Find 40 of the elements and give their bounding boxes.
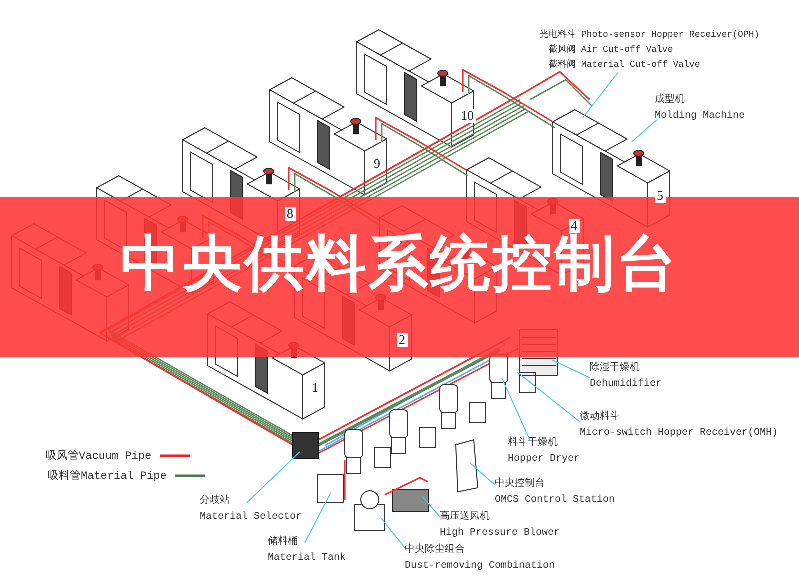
leader-line <box>422 496 440 518</box>
callout-text: Material Selector <box>200 510 302 525</box>
callout-text: 截风阀 Air Cut-off Valve <box>549 44 674 57</box>
callout-text: 中央控制台 <box>495 477 545 492</box>
callout-text: 除湿干燥机 <box>590 361 640 376</box>
callout-text: Hopper Dryer <box>508 453 580 467</box>
callout-text: Material Tank <box>268 552 346 566</box>
leader-line <box>380 518 406 548</box>
machine-number: 10 <box>459 109 476 124</box>
machine-number: 2 <box>397 333 408 348</box>
machine-number: 9 <box>372 157 382 172</box>
title: 中央供料系统控制台 <box>120 232 678 296</box>
callout-text: Dust-removing Combination <box>405 560 556 574</box>
leader-line <box>582 72 618 118</box>
machine-number: 8 <box>285 207 296 222</box>
leader-line <box>304 492 332 544</box>
callout-text: 分歧站 <box>200 494 230 509</box>
callout-text: 成型机 <box>655 93 685 108</box>
machine-number: 4 <box>569 219 580 234</box>
callout-text: OMCS Control Station <box>495 494 616 508</box>
callout-text: Molding Machine <box>655 110 746 124</box>
callout-text: 高压送风机 <box>440 510 490 525</box>
callout-text: 截料阀 Material Cut-off Valve <box>549 58 700 72</box>
legend-text: 吸风管Vacuum Pipe <box>46 449 152 463</box>
callout-text: Micro-switch Hopper Receiver(OMH) <box>580 426 778 441</box>
callout-text: Dehumidifier <box>590 378 662 392</box>
leader-line <box>516 372 580 422</box>
leader-line <box>246 452 300 504</box>
callout-text: High Pressure Blower <box>440 526 560 541</box>
callout-text: 微动料斗 <box>580 410 620 425</box>
callout-text: 光电料斗 Photo-sensor Hopper Receiver(OPH) <box>540 28 760 42</box>
callout-text: 中央除尘组合 <box>405 543 465 558</box>
machine-number: 5 <box>655 189 666 204</box>
leader-line <box>502 378 530 440</box>
leader-line <box>552 360 590 378</box>
leader-line <box>632 120 658 142</box>
leader-line <box>470 462 496 486</box>
callout-text: 料斗干燥机 <box>508 436 558 451</box>
callout-text: 储料桶 <box>268 535 298 550</box>
legend-text: 吸料管Material Pipe <box>48 469 167 483</box>
